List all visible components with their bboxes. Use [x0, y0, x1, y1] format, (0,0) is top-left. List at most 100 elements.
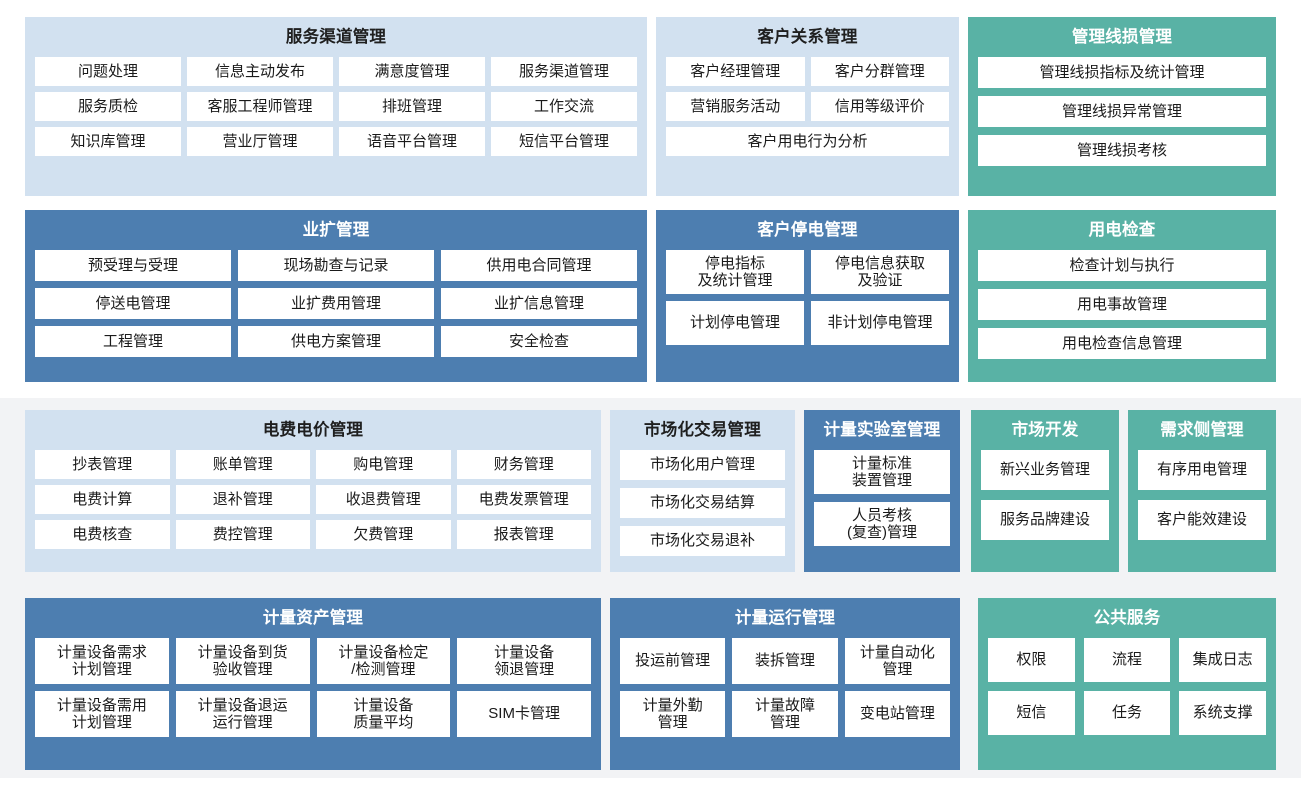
module-tile[interactable]: 供用电合同管理: [441, 250, 637, 282]
module-tile[interactable]: 工程管理: [35, 326, 231, 358]
module-tile[interactable]: 客户用电行为分析: [666, 127, 949, 157]
module-tile[interactable]: 计量设备 质量平均: [316, 691, 451, 738]
module-tile[interactable]: 管理线损指标及统计管理: [978, 57, 1266, 89]
panel-title: 公共服务: [1093, 609, 1161, 627]
module-tile[interactable]: 知识库管理: [35, 127, 181, 157]
module-tile[interactable]: 服务品牌建设: [981, 500, 1109, 541]
module-tile[interactable]: 短信平台管理: [491, 127, 637, 157]
module-tile[interactable]: 服务质检: [35, 92, 181, 122]
module-tile[interactable]: 市场化交易退补: [620, 526, 785, 557]
module-tile[interactable]: 信息主动发布: [187, 57, 333, 87]
module-tile[interactable]: SIM卡管理: [457, 691, 591, 738]
module-tile[interactable]: 计量设备到货 验收管理: [175, 638, 310, 685]
module-tile[interactable]: 服务渠道管理: [491, 57, 637, 87]
panel-item-grid: 停电指标 及统计管理 停电信息获取 及验证 计划停电管理 非计划停电管理: [666, 250, 949, 371]
module-tile[interactable]: 集成日志: [1179, 638, 1266, 683]
panel-customer-relationship-management: 客户关系管理 客户经理管理 客户分群管理 营销服务活动 信用等级评价 客户用电行…: [656, 17, 959, 196]
module-tile[interactable]: 计量故障 管理: [732, 691, 838, 738]
module-tile[interactable]: 信用等级评价: [810, 92, 949, 122]
module-tile[interactable]: 系统支撑: [1179, 691, 1266, 736]
module-tile[interactable]: 欠费管理: [316, 520, 451, 550]
panel-item-grid: 管理线损指标及统计管理 管理线损异常管理 管理线损考核: [978, 57, 1266, 185]
module-tile[interactable]: 安全检查: [441, 326, 637, 358]
module-tile[interactable]: 客户能效建设: [1138, 500, 1266, 541]
module-tile[interactable]: 营业厅管理: [187, 127, 333, 157]
module-tile[interactable]: 市场化用户管理: [620, 450, 785, 481]
module-tile[interactable]: 抄表管理: [35, 450, 170, 480]
module-tile[interactable]: 预受理与受理: [35, 250, 231, 282]
module-tile[interactable]: 停电信息获取 及验证: [811, 250, 949, 295]
panel-title: 需求侧管理: [1160, 421, 1244, 439]
panel-item-grid: 计量设备需求 计划管理 计量设备到货 验收管理 计量设备检定 /检测管理 计量设…: [35, 638, 591, 759]
module-tile[interactable]: 供电方案管理: [238, 326, 434, 358]
module-tile[interactable]: 客户经理管理: [666, 57, 805, 87]
panel-demand-side-management: 需求侧管理 有序用电管理 客户能效建设: [1128, 410, 1276, 572]
module-tile[interactable]: 检查计划与执行: [978, 250, 1266, 282]
panel-public-services: 公共服务 权限 流程 集成日志 短信 任务 系统支撑: [978, 598, 1276, 770]
module-tile[interactable]: 停送电管理: [35, 288, 231, 320]
module-tile[interactable]: 人员考核 (复查)管理: [814, 502, 950, 547]
module-tile[interactable]: 计量标准 装置管理: [814, 450, 950, 495]
panel-title: 业扩管理: [302, 221, 370, 239]
module-tile[interactable]: 工作交流: [491, 92, 637, 122]
module-tile[interactable]: 市场化交易结算: [620, 488, 785, 519]
module-tile[interactable]: 客户分群管理: [810, 57, 949, 87]
module-tile[interactable]: 计划停电管理: [666, 301, 804, 346]
panel-item-grid: 客户经理管理 客户分群管理 营销服务活动 信用等级评价 客户用电行为分析: [666, 57, 949, 185]
module-tile[interactable]: 退补管理: [175, 485, 310, 515]
panel-market-trading-management: 市场化交易管理 市场化用户管理 市场化交易结算 市场化交易退补: [610, 410, 795, 572]
module-tile[interactable]: 计量设备 领退管理: [457, 638, 591, 685]
panel-title: 客户关系管理: [757, 28, 858, 46]
module-tile[interactable]: 投运前管理: [620, 638, 726, 685]
module-tile[interactable]: 计量外勤 管理: [620, 691, 726, 738]
panel-item-grid: 抄表管理 账单管理 购电管理 财务管理 电费计算 退补管理 收退费管理 电费发票…: [35, 450, 591, 561]
module-tile[interactable]: 财务管理: [456, 450, 591, 480]
panel-title: 计量资产管理: [262, 609, 364, 627]
module-tile[interactable]: 停电指标 及统计管理: [666, 250, 804, 295]
panel-item-grid: 市场化用户管理 市场化交易结算 市场化交易退补: [620, 450, 785, 561]
module-tile[interactable]: 报表管理: [456, 520, 591, 550]
module-tile[interactable]: 非计划停电管理: [811, 301, 949, 346]
panel-metering-operation-management: 计量运行管理 投运前管理 装拆管理 计量自动化 管理 计量外勤 管理 计量故障 …: [610, 598, 960, 770]
module-tile[interactable]: 业扩信息管理: [441, 288, 637, 320]
module-tile[interactable]: 计量设备检定 /检测管理: [316, 638, 451, 685]
module-tile[interactable]: 满意度管理: [339, 57, 485, 87]
module-tile[interactable]: 权限: [988, 638, 1075, 683]
module-tile[interactable]: 营销服务活动: [666, 92, 805, 122]
module-tile[interactable]: 现场勘查与记录: [238, 250, 434, 282]
module-tile[interactable]: 管理线损异常管理: [978, 96, 1266, 128]
panel-market-development: 市场开发 新兴业务管理 服务品牌建设: [971, 410, 1119, 572]
module-tile[interactable]: 语音平台管理: [339, 127, 485, 157]
module-tile[interactable]: 用电检查信息管理: [978, 328, 1266, 360]
module-tile[interactable]: 电费核查: [35, 520, 170, 550]
module-tile[interactable]: 收退费管理: [316, 485, 451, 515]
module-tile[interactable]: 任务: [1083, 691, 1171, 736]
module-tile[interactable]: 计量设备需用 计划管理: [35, 691, 169, 738]
module-tile[interactable]: 费控管理: [175, 520, 310, 550]
module-tile[interactable]: 问题处理: [35, 57, 181, 87]
panel-row-4: 计量资产管理 计量设备需求 计划管理 计量设备到货 验收管理 计量设备检定 /检…: [25, 598, 1276, 770]
module-tile[interactable]: 短信: [988, 691, 1075, 736]
module-tile[interactable]: 管理线损考核: [978, 135, 1266, 167]
panel-managed-line-loss-management: 管理线损管理 管理线损指标及统计管理 管理线损异常管理 管理线损考核: [968, 17, 1276, 196]
module-tile[interactable]: 有序用电管理: [1138, 450, 1266, 491]
panel-item-grid: 预受理与受理 现场勘查与记录 供用电合同管理 停送电管理 业扩费用管理 业扩信息…: [35, 250, 637, 371]
module-tile[interactable]: 账单管理: [175, 450, 310, 480]
panel-row-1: 服务渠道管理 问题处理 信息主动发布 满意度管理 服务渠道管理 服务质检 客服工…: [25, 17, 1276, 196]
module-tile[interactable]: 客服工程师管理: [187, 92, 333, 122]
module-tile[interactable]: 变电站管理: [844, 691, 950, 738]
panel-item-grid: 投运前管理 装拆管理 计量自动化 管理 计量外勤 管理 计量故障 管理 变电站管…: [620, 638, 950, 759]
module-tile[interactable]: 排班管理: [339, 92, 485, 122]
module-tile[interactable]: 计量自动化 管理: [844, 638, 950, 685]
module-tile[interactable]: 装拆管理: [732, 638, 838, 685]
module-tile[interactable]: 流程: [1083, 638, 1171, 683]
module-tile[interactable]: 新兴业务管理: [981, 450, 1109, 491]
module-tile[interactable]: 计量设备退运 运行管理: [175, 691, 310, 738]
module-tile[interactable]: 购电管理: [316, 450, 451, 480]
module-tile[interactable]: 业扩费用管理: [238, 288, 434, 320]
module-tile[interactable]: 用电事故管理: [978, 289, 1266, 321]
module-tile[interactable]: 电费计算: [35, 485, 170, 515]
panel-title: 市场化交易管理: [644, 421, 761, 439]
module-tile[interactable]: 电费发票管理: [456, 485, 591, 515]
module-tile[interactable]: 计量设备需求 计划管理: [35, 638, 169, 685]
